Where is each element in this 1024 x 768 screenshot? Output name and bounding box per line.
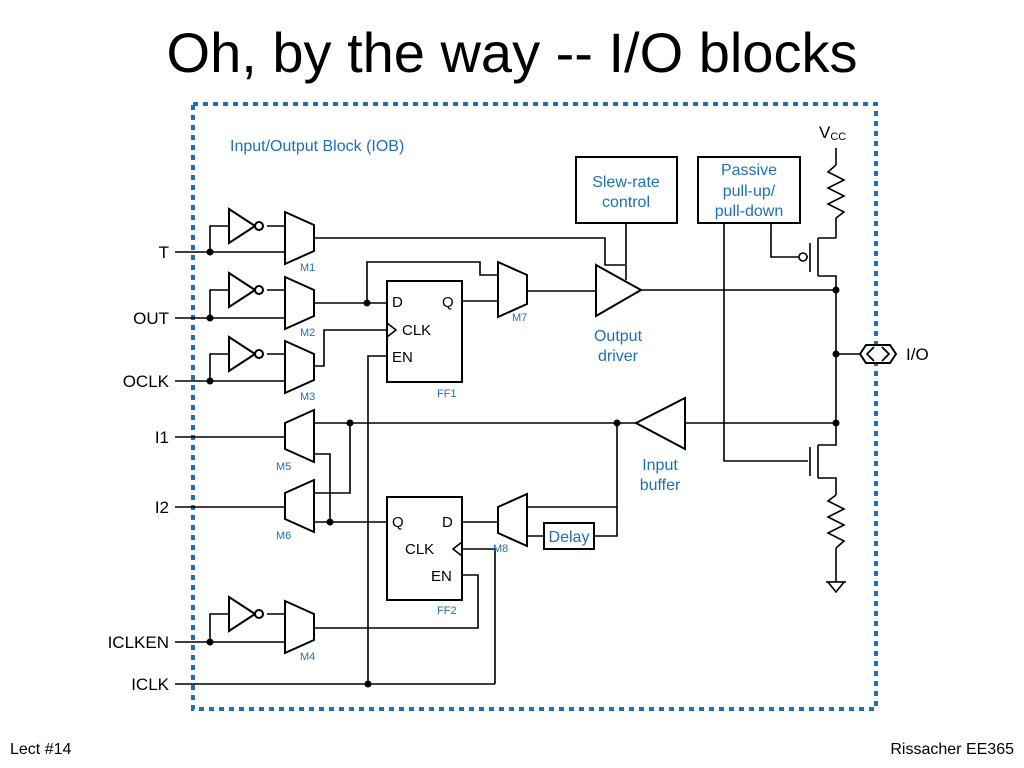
input-buffer-line2: buffer (640, 477, 681, 494)
vcc-label: VCC (819, 123, 846, 143)
pin-oclk-label: OCLK (123, 372, 170, 391)
ff2-q-label: Q (392, 514, 404, 531)
ff2-clock-triangle (451, 541, 463, 557)
ff1-en-label: EN (392, 349, 413, 366)
mux-m7 (497, 260, 528, 319)
ff1-q-label: Q (442, 294, 454, 311)
io-pad-icon (858, 344, 898, 364)
ff1-box (386, 280, 463, 383)
mux-m4-label: M4 (300, 651, 315, 663)
mux-m6 (284, 478, 315, 534)
ff1-d-label: D (392, 294, 403, 311)
vcc-subscript: CC (830, 131, 846, 143)
passive-box (697, 156, 801, 224)
mux-m4 (284, 599, 315, 655)
ff2-box (386, 496, 463, 601)
mux-m2-label: M2 (300, 327, 315, 339)
mux-m7-label: M7 (512, 312, 527, 324)
inverter-t (228, 208, 264, 244)
mux-m6-label: M6 (276, 530, 291, 542)
output-driver (595, 263, 644, 318)
footer-lecture-number: Lect #14 (10, 741, 72, 758)
pin-iclk-label: ICLK (131, 675, 169, 694)
vcc-v: V (819, 123, 831, 142)
inverter-oclk (228, 336, 264, 372)
mux-m1-label: M1 (300, 262, 315, 274)
pin-io-label: I/O (906, 345, 929, 364)
pin-i1-label: I1 (155, 428, 169, 447)
slew-rate-line2: control (602, 194, 650, 211)
passive-line1: Passive (721, 162, 777, 179)
input-buffer (633, 396, 686, 451)
iob-border (191, 102, 878, 711)
inverter-iclken (228, 596, 264, 632)
ff2-name-label: FF2 (437, 605, 457, 617)
slew-rate-box (575, 156, 678, 224)
mux-m2 (284, 275, 315, 331)
delay-label: Delay (549, 529, 590, 546)
mux-m1 (284, 210, 315, 266)
input-buffer-line1: Input (642, 457, 678, 474)
passive-line2: pull-up/ (723, 183, 776, 200)
footer-course: Rissacher EE365 (890, 741, 1014, 758)
mux-m8 (497, 492, 528, 548)
pin-out-label: OUT (133, 309, 169, 328)
pin-t-label: T (159, 243, 169, 262)
mux-m3 (284, 339, 315, 395)
ff2-clk-label: CLK (405, 541, 434, 558)
output-driver-line1: Output (594, 328, 643, 345)
slew-rate-line1: Slew-rate (592, 174, 660, 191)
ff1-clock-triangle (386, 322, 398, 338)
ff1-name-label: FF1 (437, 388, 457, 400)
iob-title: Input/Output Block (IOB) (230, 138, 404, 155)
slide-title: Oh, by the way -- I/O blocks (166, 21, 858, 84)
output-driver-line2: driver (598, 348, 639, 365)
mux-m5-label: M5 (276, 461, 291, 473)
pin-i2-label: I2 (155, 498, 169, 517)
passive-line3: pull-down (715, 203, 783, 220)
mux-m5 (284, 408, 315, 464)
delay-box (543, 522, 595, 550)
pin-iclken-label: ICLKEN (108, 633, 169, 652)
mux-m8-label: M8 (493, 543, 508, 555)
ff2-en-label: EN (431, 568, 452, 585)
inverter-out (228, 272, 264, 308)
ff1-clk-label: CLK (402, 322, 431, 339)
ff2-d-label: D (442, 514, 453, 531)
mux-m3-label: M3 (300, 391, 315, 403)
